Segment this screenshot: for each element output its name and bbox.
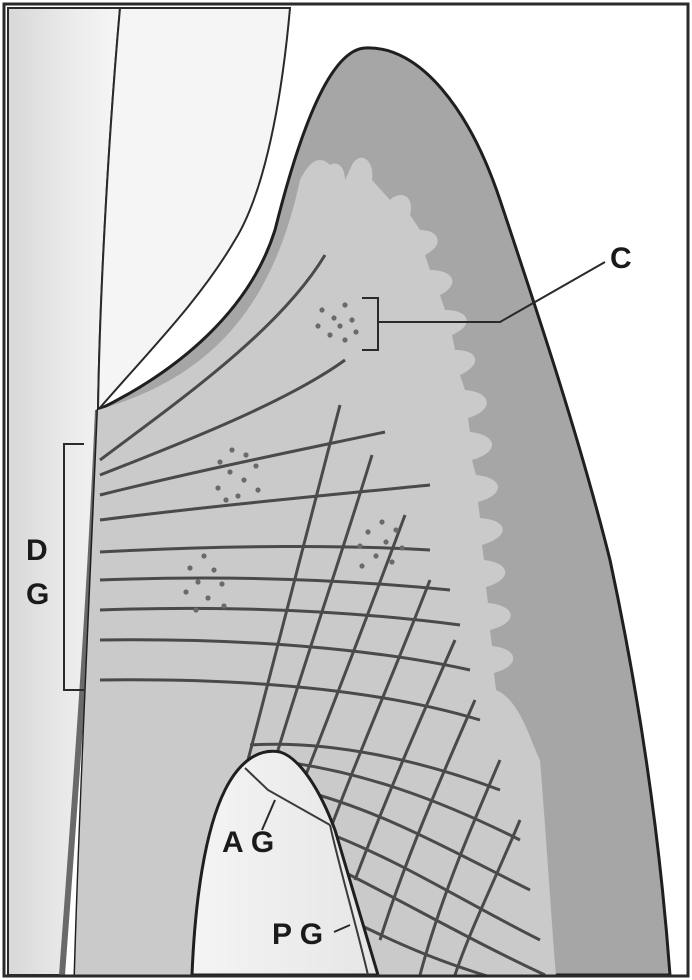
- label-c: C: [610, 242, 632, 275]
- label-dg-line1: D: [26, 534, 48, 567]
- label-pg: P G: [272, 918, 323, 951]
- label-ag: A G: [222, 826, 274, 859]
- label-dg-line2: G: [26, 578, 49, 611]
